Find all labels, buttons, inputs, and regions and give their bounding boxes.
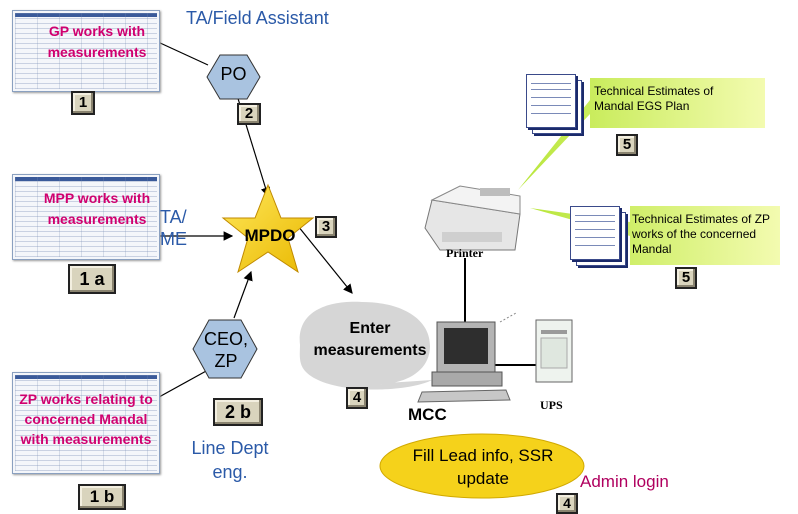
gp-works-label: GP works with measurements <box>47 23 147 60</box>
printer-icon <box>424 185 521 251</box>
computer-icon <box>417 321 511 403</box>
step-number-2b: 2 b <box>213 398 263 426</box>
po-hexagon <box>206 54 261 100</box>
estimate-sheet-front-2 <box>570 206 620 260</box>
zp-works-label: ZP works relating to concerned Mandal wi… <box>19 391 153 447</box>
dotted-line <box>499 312 517 323</box>
ceo-to-mpdo-arrow <box>233 270 253 319</box>
step-number-1: 1 <box>71 91 95 115</box>
step-number-1a: 1 a <box>68 264 116 294</box>
zp-works-doc: ZP works relating to concerned Mandal wi… <box>12 372 160 474</box>
fill-lead-label: Fill Lead info, SSR update <box>412 446 554 488</box>
step-number-1b: 1 b <box>78 484 126 510</box>
step-number-3: 3 <box>315 216 337 238</box>
mpdo-label: MPDO <box>244 226 296 245</box>
gp-to-po-line <box>157 41 209 66</box>
mpp-works-doc: MPP works with measurements <box>12 174 160 260</box>
line-dept-label: Line Dept eng. <box>191 438 269 482</box>
po-label: PO <box>220 64 247 84</box>
mpdo-star <box>221 183 315 274</box>
admin-login-label: Admin login <box>580 472 669 491</box>
enter-measurements-label: Enter measurements <box>313 320 427 359</box>
mcc-label: MCC <box>408 405 447 424</box>
ceo-zp-label: CEO, ZP <box>204 329 249 371</box>
step-number-4-enter: 4 <box>346 387 368 409</box>
estimate-sheet-front-1 <box>526 74 576 128</box>
ceo-hexagon <box>192 319 258 379</box>
ups-label: UPS <box>540 398 563 412</box>
step-number-5-plan: 5 <box>616 134 638 156</box>
ta-me-label: TA/ ME <box>160 207 187 249</box>
ta-field-assistant-label: TA/Field Assistant <box>186 8 329 28</box>
mandal-plan-estimates-label: Technical Estimates of Mandal EGS Plan <box>594 84 714 113</box>
ups-icon <box>535 319 573 383</box>
step-number-2: 2 <box>237 103 261 125</box>
printer-label: Printer <box>446 246 484 260</box>
enter-bubble <box>299 301 432 390</box>
zp-works-estimates-label: Technical Estimates of ZP works of the c… <box>632 212 770 256</box>
fill-lead-ellipse <box>379 433 585 499</box>
mpp-works-label: MPP works with measurements <box>43 190 151 227</box>
step-number-5-zp: 5 <box>675 267 697 289</box>
step-number-4-admin: 4 <box>556 493 578 514</box>
gp-works-doc: GP works with measurements <box>12 10 160 92</box>
callout-mandal-plan <box>518 78 765 190</box>
mpdo-to-enter-arrow <box>297 225 353 294</box>
